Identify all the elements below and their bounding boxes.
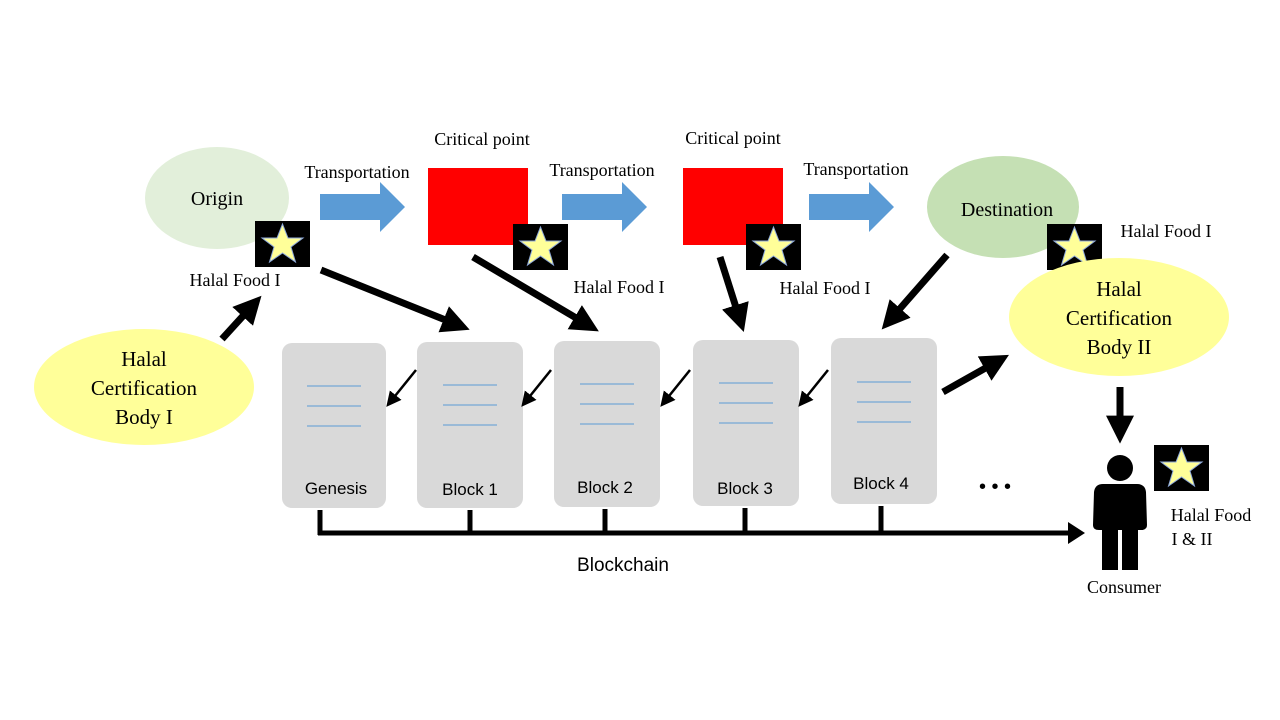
transport-label-2: Transportation: [549, 160, 654, 180]
halal-food-label-destination: Halal Food I: [1121, 221, 1212, 241]
halal-star-icon-critical-1: [513, 224, 568, 270]
block-genesis: Genesis: [282, 343, 386, 508]
chain-link-2-to-1: [521, 369, 552, 407]
certification-body-1: [34, 329, 254, 445]
block-3: Block 3: [693, 340, 799, 506]
consumer-label: Consumer: [1087, 577, 1161, 597]
halal-star-icon-critical-2: [746, 224, 801, 270]
arrow-critical2-to-block3: [716, 255, 749, 333]
arrow-block4-to-cert2: [941, 354, 1009, 396]
certification-body-1-line-3: Body I: [115, 405, 173, 429]
block-4: Block 4: [831, 338, 937, 504]
halal-food-label-consumer-2: I & II: [1172, 529, 1213, 549]
consumer-person-icon: [1093, 455, 1147, 570]
transport-arrow-3: [809, 182, 894, 232]
block-1: Block 1: [417, 342, 523, 508]
certification-body-2-line-2: Certification: [1066, 306, 1173, 330]
halal-star-icon-consumer: [1154, 445, 1209, 491]
chain-link-3-to-2: [660, 369, 691, 407]
critical-point-label-2: Critical point: [685, 128, 780, 148]
halal-food-label-origin: Halal Food I: [190, 270, 281, 290]
halal-food-label-critical-1: Halal Food I: [574, 277, 665, 297]
certification-body-1-line-1: Halal: [121, 347, 167, 371]
chain-link-1-to-genesis: [386, 369, 417, 407]
block-label-2: Block 2: [577, 478, 633, 497]
block-label-genesis: Genesis: [305, 479, 367, 498]
ellipsis: • • •: [979, 476, 1011, 498]
blockchain-bus: [317, 506, 1085, 544]
halal-food-label-critical-2: Halal Food I: [780, 278, 871, 298]
critical-point-1: [428, 168, 528, 245]
arrow-origin-to-block1: [319, 266, 470, 333]
certification-body-2: [1009, 258, 1229, 376]
arrow-critical1-to-block2: [471, 253, 599, 332]
transport-arrow-2: [562, 182, 647, 232]
arrow-destination-to-block4: [881, 252, 950, 330]
arrow-cert1-to-origin: [219, 295, 262, 342]
halal-food-label-consumer-1: Halal Food: [1171, 505, 1252, 525]
transport-label-3: Transportation: [803, 159, 908, 179]
block-2: Block 2: [554, 341, 660, 507]
certification-body-1-line-2: Certification: [91, 376, 198, 400]
origin-node: [145, 147, 289, 249]
block-label-1: Block 1: [442, 480, 498, 499]
critical-point-label-1: Critical point: [434, 129, 529, 149]
destination-label: Destination: [961, 199, 1053, 221]
chain-link-4-to-3: [798, 369, 829, 407]
origin-label: Origin: [191, 188, 243, 210]
halal-star-icon-origin: [255, 221, 310, 267]
block-label-4: Block 4: [853, 474, 909, 493]
block-label-3: Block 3: [717, 479, 773, 498]
certification-body-2-line-1: Halal: [1096, 277, 1142, 301]
transport-arrow-1: [320, 182, 405, 232]
destination-node: [927, 156, 1079, 258]
certification-body-2-line-3: Body II: [1087, 335, 1152, 359]
blockchain-label: Blockchain: [577, 555, 669, 576]
transport-label-1: Transportation: [304, 162, 409, 182]
